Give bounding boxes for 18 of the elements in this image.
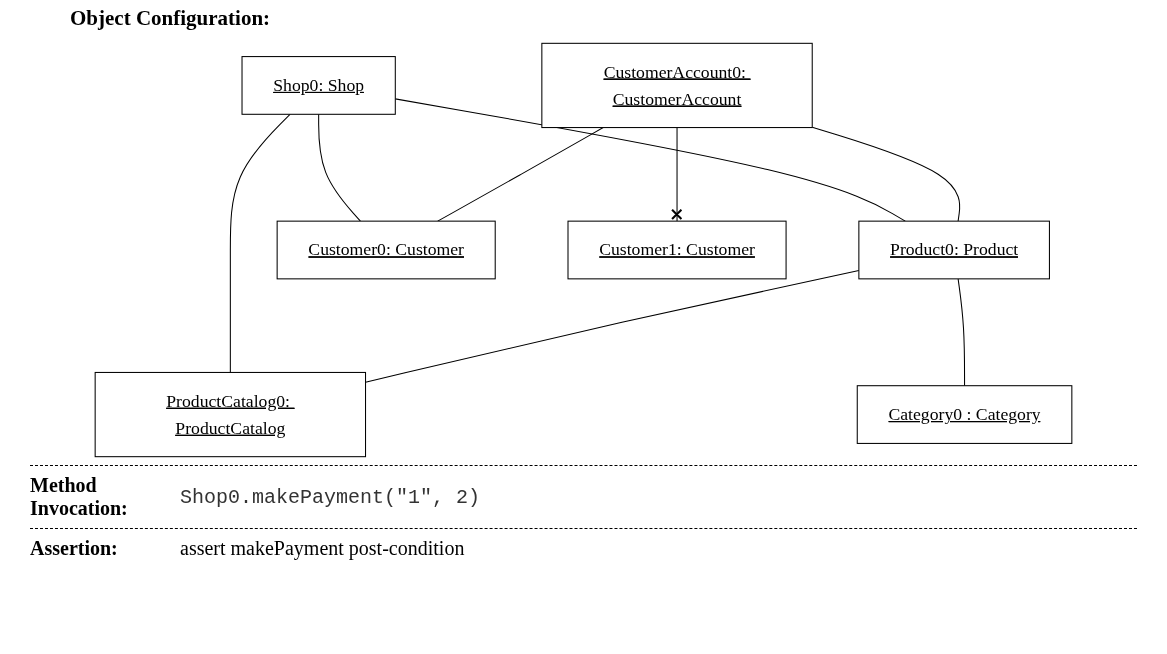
connector [671,127,683,222]
section-label: Method Invocation: [30,474,129,520]
connector [957,278,966,387]
node-box: Shop0: Shop [241,56,396,115]
node-box: Product0: Product [858,220,1050,280]
node-box: Customer1: Customer [567,220,787,280]
method-call: Shop0.makePayment("1", 2) [180,485,481,509]
connector [318,113,361,222]
node-box: CustomerAccount0: CustomerAccount [541,42,813,129]
assertion-text: assert makePayment post-condition [180,537,465,560]
diagram-title: Object Configuration: [70,6,272,31]
node-box: ProductCatalog0: ProductCatalog [94,371,367,458]
connector [811,126,961,222]
connector [437,127,604,222]
node-box: Customer0: Customer [276,220,496,280]
node-box: Category0 : Category [856,385,1073,444]
section-label: Assertion: [30,537,119,560]
connector [229,113,291,373]
